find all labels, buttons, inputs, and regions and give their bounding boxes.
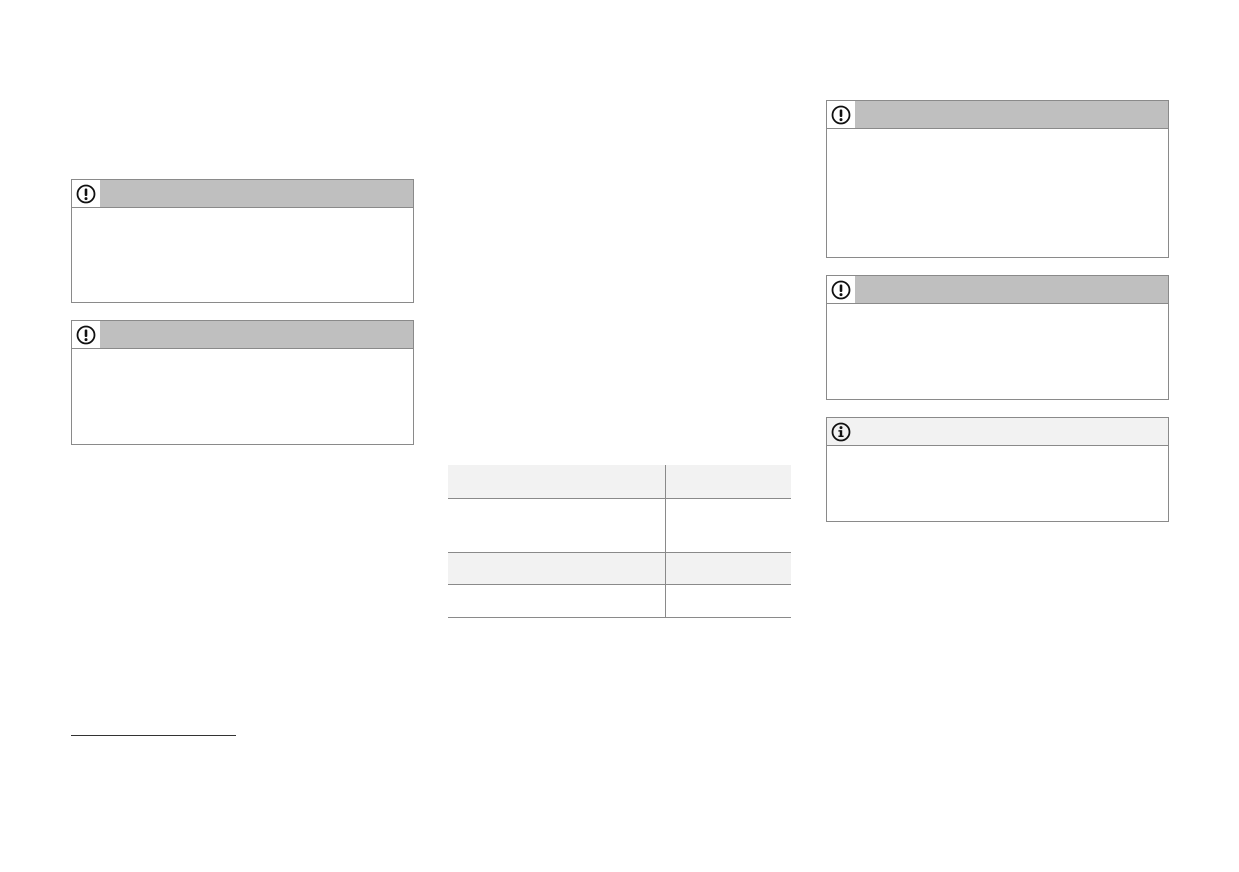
caution-box-2 — [71, 320, 414, 445]
table-cell — [665, 498, 791, 553]
exclamation-circle-icon — [72, 180, 100, 207]
footnote-separator — [71, 735, 236, 736]
exclamation-circle-icon — [827, 101, 855, 128]
table-row — [448, 584, 791, 618]
spec-table — [448, 465, 791, 618]
exclamation-circle-icon — [827, 276, 855, 303]
note-header — [827, 418, 1168, 446]
caution-text — [72, 349, 413, 365]
note-box — [826, 417, 1169, 522]
table-cell — [665, 584, 791, 618]
table-header-cell — [448, 465, 666, 499]
table-header-row — [448, 465, 791, 499]
table-cell — [665, 552, 791, 585]
table-cell — [448, 552, 666, 585]
caution-box-1 — [71, 179, 414, 303]
exclamation-circle-icon — [72, 321, 100, 348]
caution-text — [72, 208, 413, 224]
caution-header — [72, 321, 413, 349]
note-text — [827, 446, 1168, 462]
table-header-cell — [665, 465, 791, 499]
caution-header — [72, 180, 413, 208]
caution-header — [827, 276, 1168, 304]
caution-header — [827, 101, 1168, 129]
caution-box-3 — [826, 100, 1169, 258]
caution-text — [827, 129, 1168, 145]
info-circle-icon — [827, 418, 855, 445]
table-row — [448, 498, 791, 553]
caution-box-4 — [826, 275, 1169, 400]
table-cell — [448, 498, 666, 553]
table-cell — [448, 584, 666, 618]
table-row — [448, 552, 791, 585]
caution-text — [827, 304, 1168, 320]
